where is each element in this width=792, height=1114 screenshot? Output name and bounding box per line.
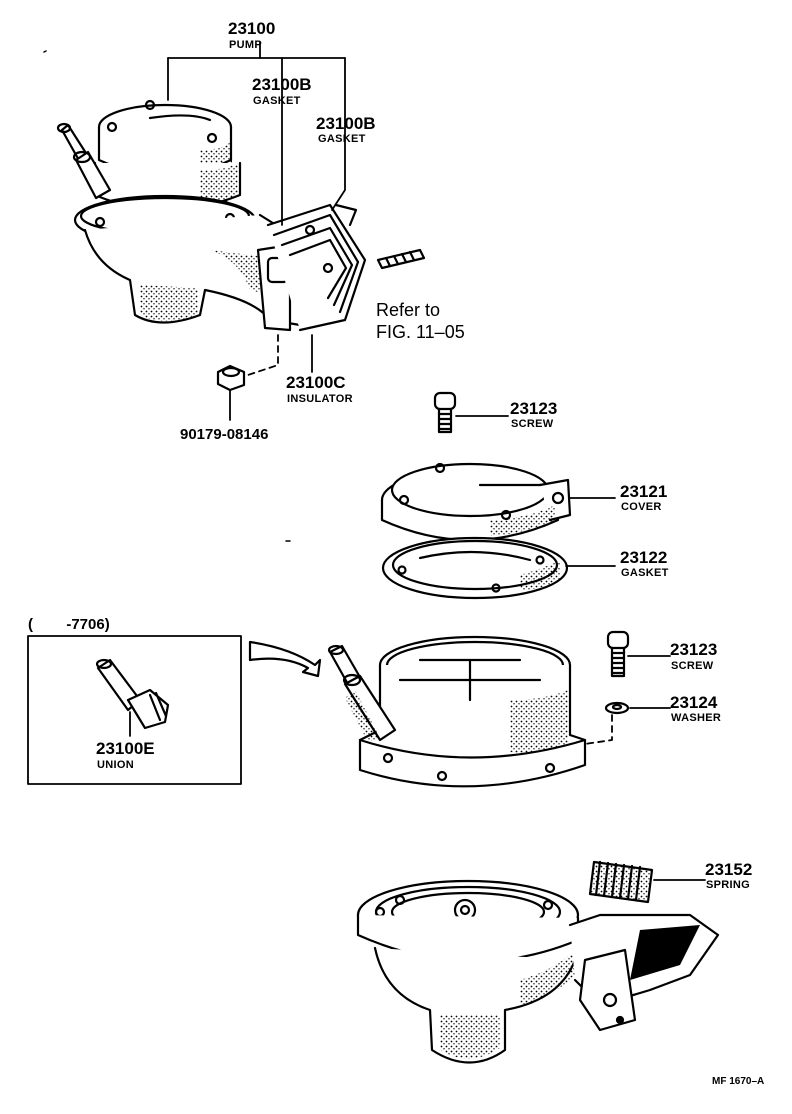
- gasket-22-number: 23122: [620, 548, 668, 567]
- union-number: 23100E: [96, 739, 155, 758]
- washer-number: 23124: [670, 693, 718, 712]
- gasket-22-name: GASKET: [621, 567, 669, 579]
- spring-23152: [588, 860, 706, 904]
- gasket-23122: [381, 536, 616, 600]
- union-name: UNION: [97, 759, 134, 771]
- washer-23124: [584, 701, 671, 745]
- screw-top-number: 23123: [510, 399, 558, 418]
- insulator-name: INSULATOR: [287, 393, 353, 405]
- insulator-number: 23100C: [286, 373, 346, 392]
- nut-90179-08146: [216, 364, 246, 392]
- spring-number: 23152: [705, 860, 753, 879]
- cover-23121: [380, 462, 616, 542]
- inset-box: [27, 635, 322, 785]
- screw-23123-mid: [606, 630, 671, 678]
- nut-number: 90179-08146: [180, 426, 269, 443]
- gasket-b1-name: GASKET: [253, 95, 301, 107]
- figure-code: MF 1670–A: [712, 1076, 765, 1087]
- screw-mid-number: 23123: [670, 640, 718, 659]
- refer-line2: FIG. 11–05: [376, 322, 465, 342]
- scan-marks: [43, 50, 291, 542]
- cover-name: COVER: [621, 501, 662, 513]
- refer-line1: Refer to: [376, 300, 441, 320]
- pump-number: 23100: [228, 19, 276, 38]
- pump-assembly-23100: [56, 99, 426, 332]
- pump-body-middle: [327, 635, 587, 788]
- gasket-b2-number: 23100B: [316, 114, 376, 133]
- leader-lines-top: [167, 41, 346, 421]
- spring-name: SPRING: [706, 879, 750, 891]
- cover-number: 23121: [620, 482, 668, 501]
- pump-name: PUMP: [229, 39, 262, 51]
- pump-bottom-assembly: [356, 879, 720, 1064]
- gasket-b2-name: GASKET: [318, 133, 366, 145]
- inset-range-label: ( -7706): [28, 616, 110, 633]
- screw-23123-top: [433, 391, 509, 434]
- gasket-b1-number: 23100B: [252, 75, 312, 94]
- washer-name: WASHER: [671, 712, 722, 724]
- screw-top-name: SCREW: [511, 418, 554, 430]
- screw-mid-name: SCREW: [671, 660, 714, 672]
